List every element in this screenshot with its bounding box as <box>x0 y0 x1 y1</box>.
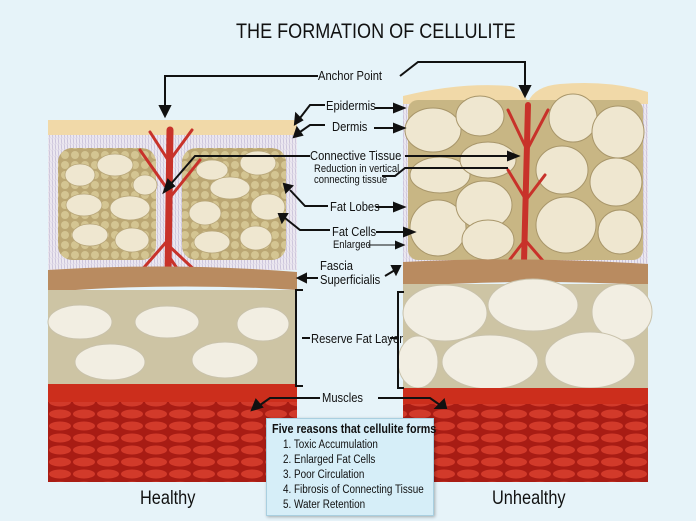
label-enlarged: Enlarged <box>333 239 371 251</box>
label-muscles: Muscles <box>322 390 364 405</box>
reasons-heading: Five reasons that cellulite forms <box>272 422 437 436</box>
leader-lines <box>158 61 532 412</box>
label-reduction-line1: Reduction in vertical <box>314 163 400 175</box>
label-dermis: Dermis <box>332 119 368 134</box>
connective-tissue-vessel <box>138 126 202 282</box>
reason-item: 3. Poor Circulation <box>283 469 365 481</box>
reasons-box: Five reasons that cellulite forms 1. Tox… <box>266 418 437 516</box>
label-superficialis: Superficialis <box>320 272 381 287</box>
connective-tissue-vessel <box>506 102 550 265</box>
reason-item: 5. Water Retention <box>283 499 366 511</box>
reason-item: 2. Enlarged Fat Cells <box>283 454 376 466</box>
label-fascia: Fascia <box>320 258 353 273</box>
label-reserve-fat-layer: Reserve Fat Layer <box>311 331 403 346</box>
diagram-title: THE FORMATION OF CELLULITE <box>236 20 516 43</box>
reason-item: 4. Fibrosis of Connecting Tissue <box>283 484 424 496</box>
label-reduction-line2: connecting tissue <box>314 174 388 186</box>
healthy-skin-section <box>47 120 297 482</box>
label-epidermis: Epidermis <box>326 98 376 113</box>
caption-healthy: Healthy <box>140 488 196 509</box>
label-anchor-point: Anchor Point <box>318 68 383 83</box>
caption-unhealthy: Unhealthy <box>492 488 566 509</box>
reason-item: 1. Toxic Accumulation <box>283 439 378 451</box>
label-fat-cells: Fat Cells <box>332 224 377 239</box>
label-fat-lobes: Fat Lobes <box>330 199 380 214</box>
label-connective-tissue: Connective Tissue <box>310 148 402 163</box>
unhealthy-skin-section <box>397 83 653 482</box>
